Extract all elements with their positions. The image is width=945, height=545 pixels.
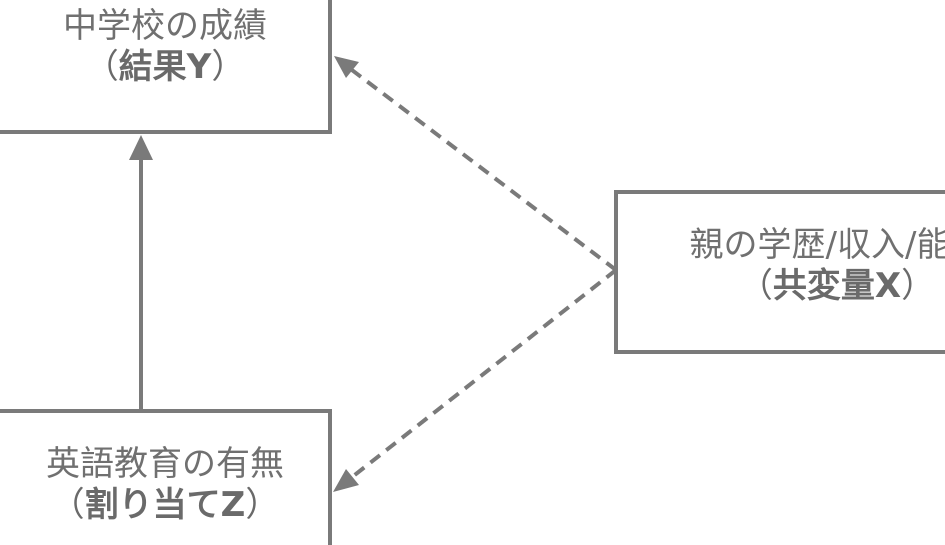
arrowhead-treatment-to-outcome	[129, 135, 153, 160]
treatment-node-label: 英語教育の有無 （割り当てZ）	[0, 444, 330, 526]
outcome-role-text: 結果Y	[118, 46, 212, 87]
covariate-open-paren: （	[738, 265, 773, 306]
treatment-node-box	[0, 409, 332, 545]
edge-covariate-to-outcome	[346, 65, 618, 272]
outcome-open-paren: （	[84, 46, 119, 87]
outcome-node-box	[0, 0, 332, 134]
covariate-node-title: 親の学歴/収入/能力	[689, 225, 945, 265]
outcome-close-paren: ）	[211, 46, 246, 87]
covariate-close-paren: ）	[901, 265, 936, 306]
covariate-node-label: 親の学歴/収入/能力 （共変量X）	[617, 225, 945, 307]
outcome-node-role: （結果Y）	[0, 47, 330, 88]
covariate-role-text: 共変量X	[772, 265, 902, 306]
treatment-open-paren: （	[50, 484, 85, 525]
treatment-node-role: （割り当てZ）	[0, 485, 330, 526]
treatment-node-title: 英語教育の有無	[46, 444, 284, 484]
outcome-node-title: 中学校の成績	[63, 6, 267, 46]
treatment-role-text: 割り当てZ	[84, 484, 246, 525]
arrowhead-covariate-to-treatment	[333, 469, 359, 492]
covariate-node-role: （共変量X）	[617, 266, 945, 307]
treatment-close-paren: ）	[245, 484, 280, 525]
arrowhead-covariate-to-outcome	[334, 56, 359, 78]
outcome-node-label: 中学校の成績 （結果Y）	[0, 6, 330, 88]
edge-covariate-to-treatment	[345, 268, 618, 483]
